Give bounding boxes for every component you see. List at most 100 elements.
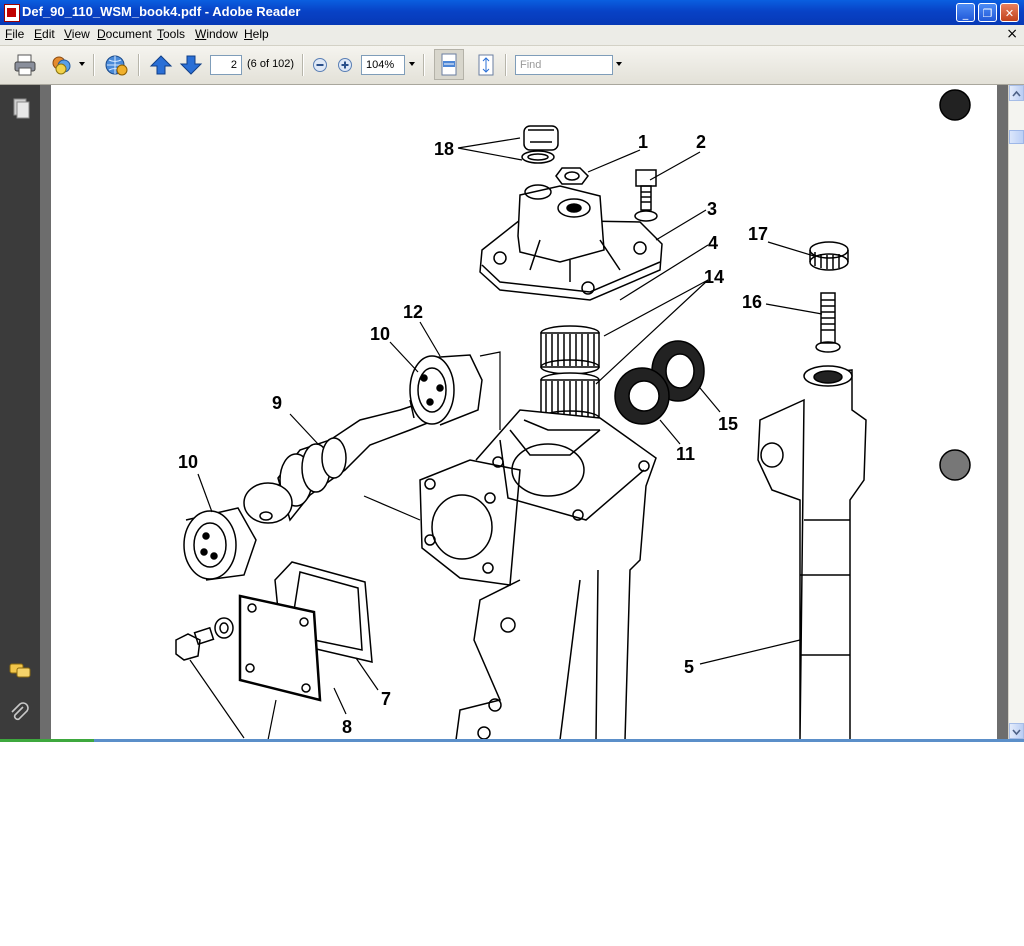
callout-9: 9 — [272, 393, 282, 413]
callout-16: 16 — [742, 292, 762, 312]
menu-window[interactable]: Window — [195, 27, 238, 41]
menu-tools[interactable]: Tools — [157, 27, 185, 41]
callout-8: 8 — [342, 717, 352, 737]
paperclip-icon[interactable] — [8, 702, 32, 726]
part-10-bearing — [183, 507, 257, 581]
menu-bar: File Edit View Document Tools Window Hel… — [0, 25, 1024, 46]
fit-page-icon[interactable] — [473, 53, 499, 77]
callout-10-lower: 10 — [178, 452, 198, 472]
callout-14: 14 — [704, 267, 724, 287]
zoom-out-icon[interactable] — [311, 53, 329, 77]
scroll-thumb[interactable] — [1009, 130, 1024, 144]
callout-3: 3 — [707, 199, 717, 219]
minimize-button[interactable]: _ — [956, 3, 975, 22]
menu-view-label: iew — [71, 27, 90, 41]
part-14-bearings — [540, 325, 600, 426]
zoom-dropdown-arrow[interactable] — [409, 62, 415, 66]
menu-help[interactable]: Help — [244, 27, 269, 41]
pdf-page[interactable]: 18 1 2 3 4 14 17 16 15 11 5 12 10 9 10 7… — [51, 85, 997, 739]
menu-tools-label: ools — [163, 27, 186, 41]
menu-window-label: indow — [206, 27, 238, 41]
comments-icon[interactable] — [8, 659, 32, 683]
menu-window-mnemonic: W — [195, 27, 207, 41]
callout-2: 2 — [696, 132, 706, 152]
steering-box-housing — [419, 409, 657, 739]
part-9-worm-shaft — [243, 393, 442, 524]
binding-hole-middle — [939, 449, 971, 481]
pages-icon[interactable] — [8, 96, 32, 120]
part-17-nut — [809, 241, 849, 271]
find-dropdown-arrow[interactable] — [616, 62, 622, 66]
menu-document-label: ocument — [105, 27, 152, 41]
status-strip — [0, 739, 1024, 742]
menu-edit-label: dit — [42, 27, 55, 41]
callout-7: 7 — [381, 689, 391, 709]
callout-10-upper: 10 — [370, 324, 390, 344]
callout-11: 11 — [676, 444, 695, 464]
callout-18: 18 — [434, 139, 454, 159]
callout-17: 17 — [748, 224, 768, 244]
binding-hole-top — [939, 89, 971, 121]
end-cover-bolt — [175, 617, 234, 661]
menu-help-mnemonic: H — [244, 27, 253, 41]
menu-file-mnemonic: F — [5, 27, 13, 41]
find-input[interactable]: Find — [515, 55, 613, 75]
navigation-panel — [0, 85, 40, 741]
zoom-level-input[interactable]: 104% — [361, 55, 405, 75]
callout-1: 1 — [638, 132, 648, 152]
arrow-down-icon[interactable] — [178, 53, 204, 77]
toolbar: 2 (6 of 102) 104% Find — [0, 46, 1024, 85]
layers-icon[interactable] — [50, 53, 76, 77]
scroll-up-button[interactable] — [1009, 85, 1024, 101]
menu-edit[interactable]: Edit — [34, 27, 55, 41]
menu-document[interactable]: Document — [97, 27, 152, 41]
fit-width-icon[interactable] — [434, 49, 464, 80]
toolbar-separator — [138, 54, 140, 76]
part-3-cover-plate — [479, 184, 663, 301]
part-11-seal — [614, 367, 670, 425]
callout-12: 12 — [403, 302, 423, 322]
page-count-label: (6 of 102) — [247, 58, 295, 70]
toolbar-separator — [93, 54, 95, 76]
part-8-end-cover — [238, 594, 322, 702]
menu-edit-mnemonic: E — [34, 27, 43, 41]
layers-dropdown-arrow[interactable] — [79, 62, 85, 66]
scroll-down-button[interactable] — [1009, 723, 1024, 739]
callout-4: 4 — [708, 233, 718, 253]
window-title: Def_90_110_WSM_book4.pdf - Adobe Reader — [22, 4, 301, 19]
globe-comments-icon[interactable] — [103, 53, 129, 77]
arrow-up-icon[interactable] — [148, 53, 174, 77]
menu-document-mnemonic: D — [97, 27, 106, 41]
toolbar-separator — [505, 54, 507, 76]
close-button[interactable]: ✕ — [1000, 3, 1019, 22]
exploded-parts-diagram: 18 1 2 3 4 14 17 16 15 11 5 12 10 9 10 7… — [175, 89, 971, 739]
app-window: Def_90_110_WSM_book4.pdf - Adobe Reader … — [0, 0, 1024, 741]
part-2-bolt — [634, 169, 658, 222]
page-number-input[interactable]: 2 — [210, 55, 242, 75]
vertical-scrollbar[interactable] — [1008, 85, 1024, 741]
part-16-stud — [815, 292, 841, 353]
status-strip-accent — [0, 739, 94, 742]
title-bar: Def_90_110_WSM_book4.pdf - Adobe Reader … — [0, 0, 1024, 25]
part-1-nut — [555, 167, 589, 185]
menu-view[interactable]: View — [64, 27, 90, 41]
document-close-button[interactable]: × — [1006, 26, 1018, 42]
toolbar-separator — [302, 54, 304, 76]
pdf-app-icon — [4, 4, 20, 22]
menu-file[interactable]: File — [5, 27, 24, 41]
callout-5: 5 — [684, 657, 694, 677]
menu-help-label: elp — [252, 27, 269, 41]
leader-lines — [189, 137, 823, 739]
part-18-filler-plug — [521, 125, 559, 164]
menu-view-mnemonic: V — [64, 27, 72, 41]
callout-labels: 18 1 2 3 4 14 17 16 15 11 5 12 10 9 10 7… — [178, 132, 768, 737]
zoom-in-icon[interactable] — [336, 53, 354, 77]
callout-15: 15 — [718, 414, 738, 434]
menu-tools-mnemonic: T — [157, 27, 163, 41]
part-12-bearing-cup — [409, 354, 483, 426]
printer-icon[interactable] — [12, 53, 38, 77]
menu-file-label: ile — [12, 27, 25, 41]
toolbar-separator — [423, 54, 425, 76]
maximize-button[interactable]: ❐ — [978, 3, 997, 22]
part-5-drop-arm-shaft — [757, 365, 867, 739]
